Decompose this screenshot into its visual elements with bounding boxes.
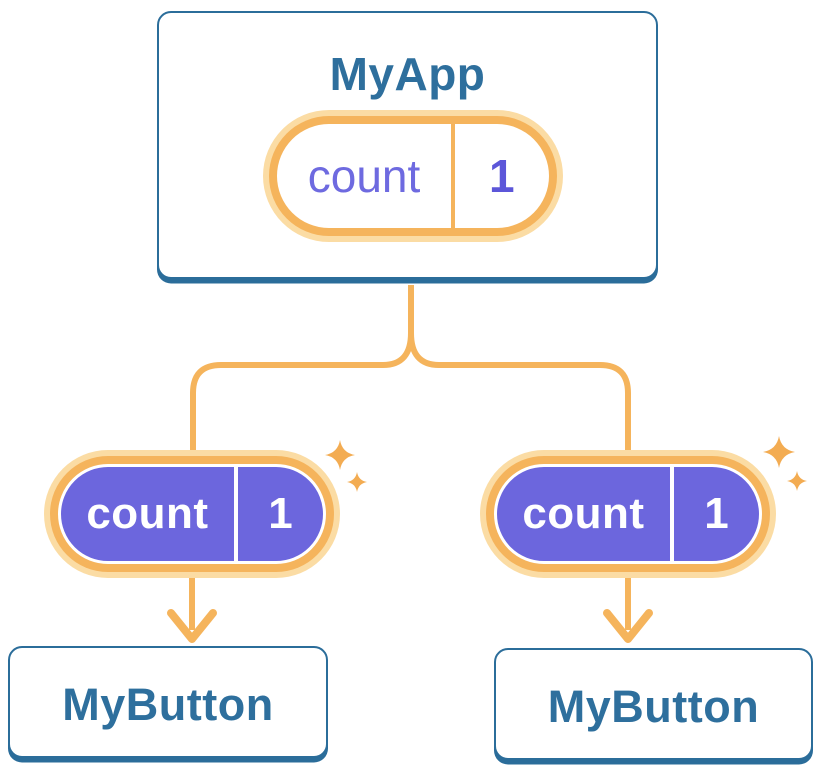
arrow-head — [603, 609, 653, 643]
arrow-down-icon — [603, 578, 653, 643]
left-child-state-pill: count 1 — [44, 450, 340, 578]
state-value-label: 1 — [268, 489, 293, 538]
state-pill-ring: count 1 — [486, 456, 770, 572]
state-pill-body: count 1 — [58, 464, 326, 564]
state-pill-divider — [233, 467, 238, 561]
state-name-label: count — [86, 489, 209, 538]
right-child-component-title: MyButton — [547, 681, 760, 732]
state-pill-divider — [669, 467, 674, 561]
root-state-pill: count 1 — [263, 110, 563, 242]
arrow-head — [167, 609, 217, 643]
left-child-component-card: MyButton — [8, 646, 328, 758]
state-pill-body: count 1 — [277, 124, 549, 228]
left-child-component-title: MyButton — [62, 679, 274, 730]
state-name-label: count — [307, 150, 421, 202]
right-child-state-pill: count 1 — [480, 450, 776, 578]
state-pill-body: count 1 — [494, 464, 762, 564]
state-pill-ring: count 1 — [50, 456, 334, 572]
connector-root-to-left-child — [190, 285, 414, 452]
state-value-label: 1 — [488, 150, 515, 202]
connector-root-to-right-child — [408, 285, 631, 452]
state-name-label: count — [522, 489, 645, 538]
right-child-component-card: MyButton — [494, 648, 813, 760]
state-pill-divider — [451, 124, 455, 228]
sparkle-icon — [763, 436, 807, 491]
state-value-label: 1 — [704, 489, 729, 538]
arrow-down-icon — [167, 578, 217, 643]
root-component-title: MyApp — [329, 48, 486, 100]
sparkle-icon — [325, 440, 367, 492]
state-pill-ring: count 1 — [269, 116, 557, 236]
